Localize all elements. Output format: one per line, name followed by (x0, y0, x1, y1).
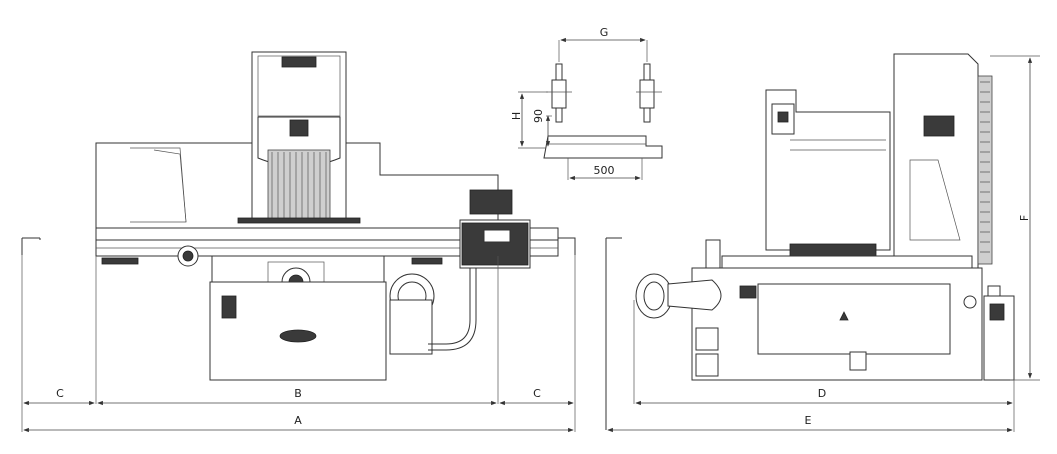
dim-label-c-right: C (533, 387, 541, 400)
side-view (605, 53, 1015, 430)
dim-label-b: B (294, 387, 302, 400)
dim-label-d: D (818, 387, 826, 400)
front-view (21, 51, 576, 381)
dimension-lines (21, 37, 1040, 433)
dim-label-a: A (294, 414, 302, 427)
wheel-detail (543, 63, 663, 159)
dim-label-g: G (600, 26, 609, 39)
dim-label-h: H (510, 112, 523, 120)
dim-label-length: 500 (594, 164, 615, 177)
dim-label-c-left: C (56, 387, 64, 400)
dim-label-f: F (1018, 215, 1031, 221)
dim-label-e: E (805, 414, 812, 427)
dim-label-angle: 90 (532, 109, 545, 123)
